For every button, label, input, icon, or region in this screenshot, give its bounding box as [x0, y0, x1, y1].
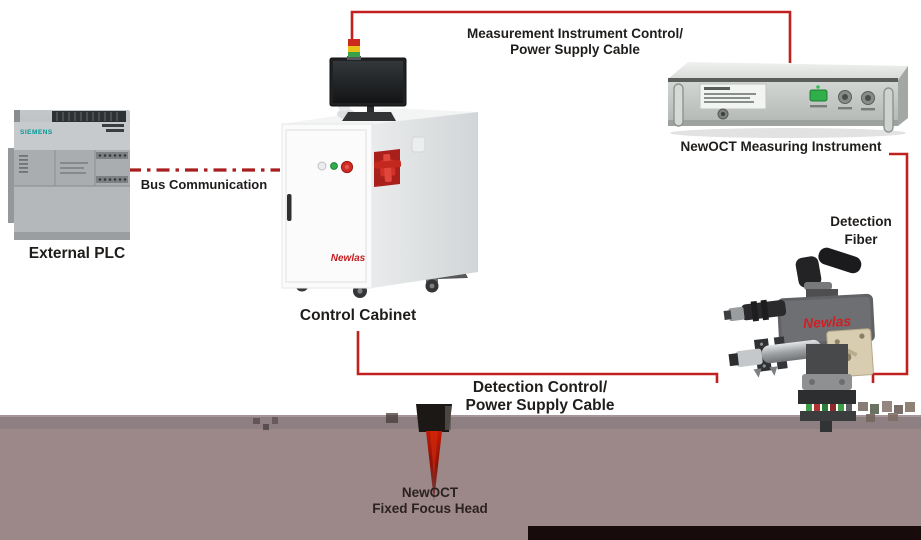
- measuring-instrument-image: [668, 62, 908, 138]
- instrument-power-button: [809, 89, 828, 102]
- instrument-top-face: [668, 62, 908, 80]
- plc-type-label: [102, 124, 124, 132]
- cabinet-front-face: [281, 123, 373, 289]
- bus-communication-label: Bus Communication: [140, 177, 268, 192]
- monitor-base: [342, 112, 396, 121]
- tower-red-segment: [348, 39, 360, 46]
- fixed-focus-head-image: [416, 404, 452, 501]
- detection-fiber-label: Detection Fiber: [805, 213, 917, 248]
- plc-mid-text: [60, 162, 88, 174]
- bottom-black-bar: [528, 526, 921, 540]
- plc-terminal-strips: [96, 152, 128, 183]
- detection-fiber-label-line2: Fiber: [844, 231, 878, 247]
- cabinet-green-button: [330, 162, 338, 170]
- focus-head-label-line2: Fixed Focus Head: [372, 500, 488, 516]
- plc-led-labels: [19, 155, 28, 173]
- cabinet-main-switch: [373, 149, 402, 187]
- cabinet-buttons: [317, 160, 354, 174]
- tower-yellow-segment: [348, 46, 360, 52]
- cable-lines: [350, 10, 909, 383]
- measurement-cable-label: Measurement Instrument Control/ Power Su…: [440, 26, 710, 58]
- focus-head-label: NewOCT Fixed Focus Head: [355, 485, 505, 517]
- plc-vent: [52, 111, 126, 122]
- plc-brand-text: SIEMENS: [20, 129, 53, 136]
- head-stage-stack: [798, 344, 856, 432]
- instrument-label-plate: [699, 83, 767, 110]
- stage-colored-knobs: [806, 404, 852, 411]
- detection-cable-label: Detection Control/ Power Supply Cable: [430, 379, 650, 416]
- detection-cable-line-left: [356, 331, 719, 383]
- signal-tower-light: [347, 39, 361, 60]
- external-plc-label: External PLC: [28, 245, 126, 262]
- control-cabinet-label: Control Cabinet: [299, 307, 417, 324]
- instrument-right-side: [898, 66, 908, 126]
- artifact-specks: [253, 413, 398, 430]
- cabinet-door: [285, 129, 367, 283]
- cabinet-door-handle: [287, 194, 292, 221]
- detection-cable-label-line1: Detection Control/: [472, 379, 608, 396]
- head-brand-logo: Newlas: [803, 313, 852, 332]
- focus-head-label-line1: NewOCT: [401, 485, 459, 500]
- head-upper-barrel: [723, 299, 787, 322]
- measurement-cable-label-line1: Measurement Instrument Control/: [466, 26, 684, 41]
- detection-head-image: Newlas: [723, 247, 875, 432]
- instrument-right-handle: [883, 87, 894, 133]
- control-cabinet-image: Newlas: [281, 39, 478, 298]
- measuring-instrument-label: NewOCT Measuring Instrument: [680, 139, 882, 154]
- head-fiber-elbow: [795, 247, 862, 300]
- head-tripod-leg: [820, 421, 832, 432]
- bottom-photo-band: [0, 401, 921, 540]
- cabinet-monitor: [329, 57, 407, 121]
- external-plc-image: SIEMENS: [8, 110, 130, 240]
- detection-fiber-line: [871, 152, 909, 383]
- tower-green-segment: [348, 52, 360, 57]
- instrument-left-handle: [673, 83, 684, 127]
- cabinet-hinge: [411, 136, 426, 153]
- cabinet-brand-logo: Newlas: [331, 253, 366, 264]
- detection-cable-label-line2: Power Supply Cable: [465, 397, 615, 415]
- measurement-cable-line: [350, 10, 792, 63]
- monitor-screen: [333, 61, 403, 103]
- detection-fiber-label-line1: Detection: [830, 214, 892, 229]
- noise-patch: [858, 401, 915, 422]
- measurement-cable-label-line2: Power Supply Cable: [510, 41, 640, 57]
